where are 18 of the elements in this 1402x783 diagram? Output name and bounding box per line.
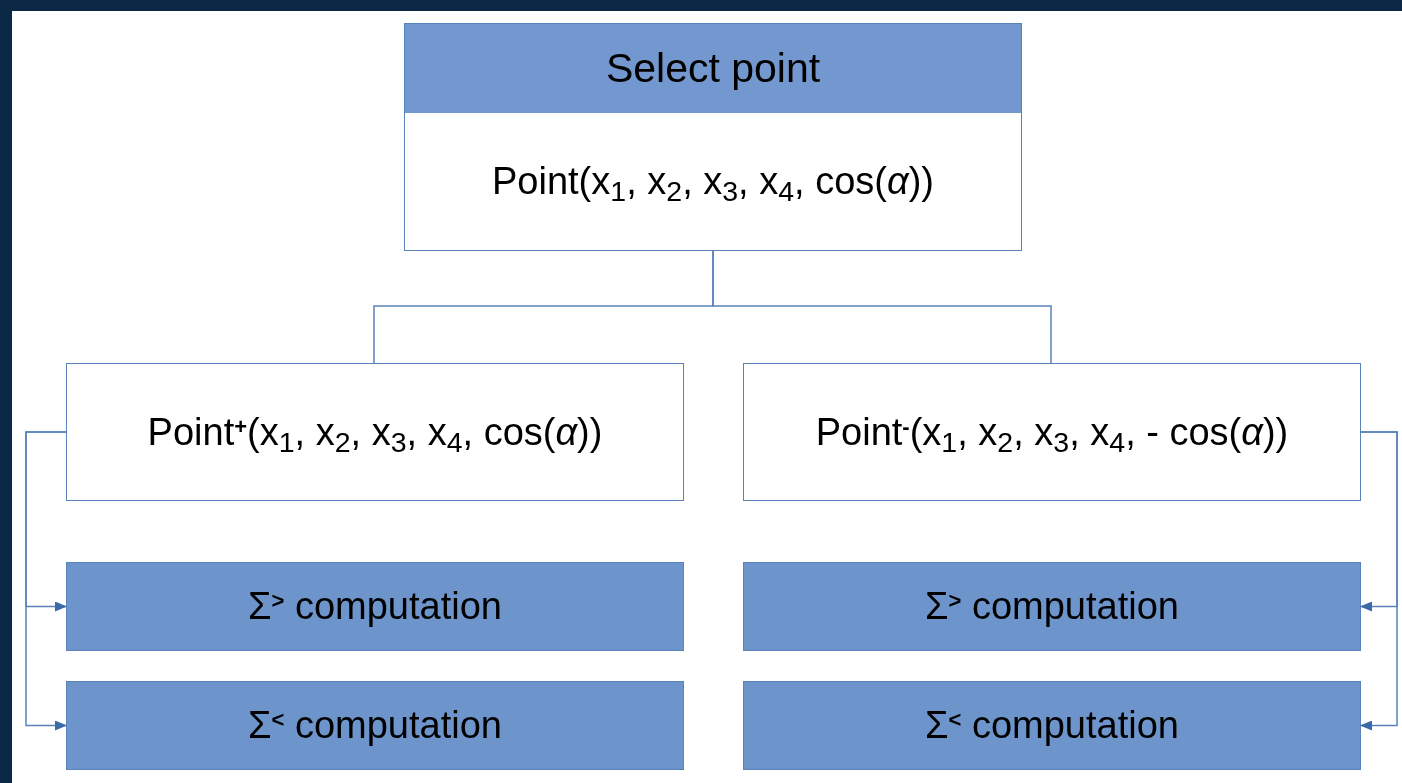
box-heading: Select point xyxy=(605,43,821,93)
process-box xyxy=(743,363,1361,501)
box-text: Point(x$_{1}$, x$_{2}$, x$_{3}$, x$_{4}$, cos(α)) xyxy=(492,159,934,210)
box-text: Point$^{-}$(x$_{1}$, x$_{2}$, x$_{3}$, x$_{4}$, - cos(α)) xyxy=(815,409,1289,460)
process-box xyxy=(66,562,684,651)
box-text: Σ$^{>}$ computation xyxy=(925,584,1179,629)
box-text: Σ$^{<}$ computation xyxy=(248,703,502,748)
arrow xyxy=(25,431,67,731)
box-text: Point$^{+}$(x$_{1}$, x$_{2}$, x$_{3}$, x$_{4}$, cos(α)) xyxy=(147,409,603,460)
arrow xyxy=(1360,431,1398,731)
process-box xyxy=(404,23,1022,251)
connector-line xyxy=(712,250,1052,364)
process-box xyxy=(743,562,1361,651)
box-text: Σ$^{>}$ computation xyxy=(248,584,502,629)
process-box xyxy=(66,363,684,501)
box-text: Σ$^{<}$ computation xyxy=(925,703,1179,748)
process-box xyxy=(743,681,1361,770)
process-box xyxy=(66,681,684,770)
